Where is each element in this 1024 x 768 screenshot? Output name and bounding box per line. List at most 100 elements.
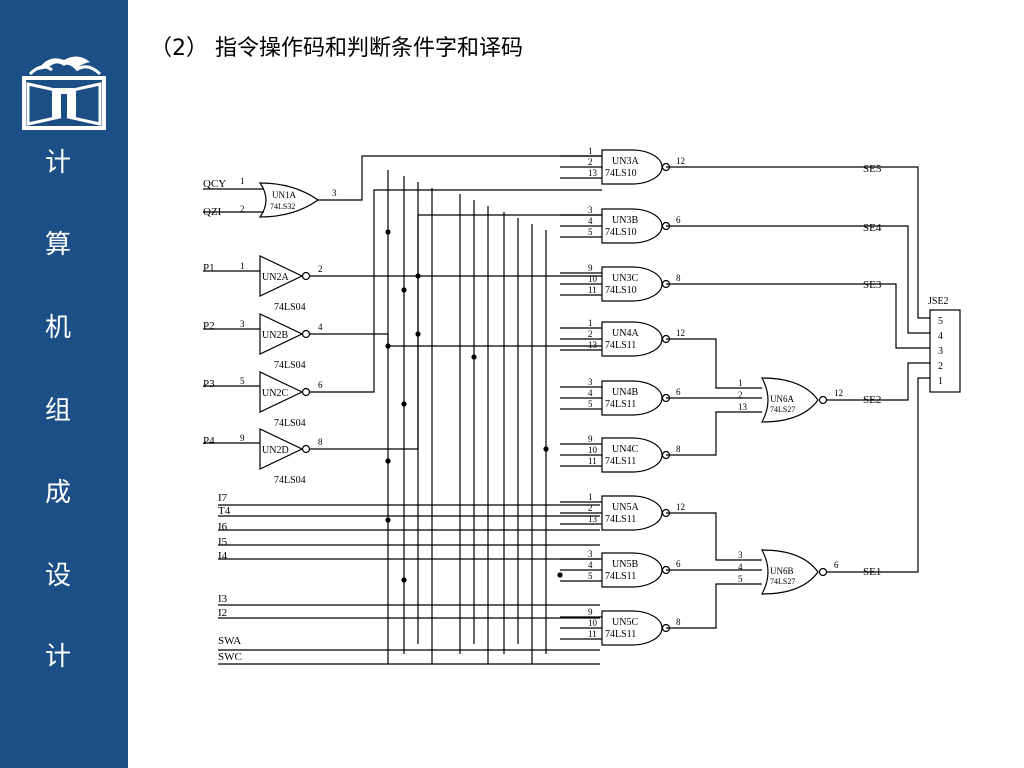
- junction-dot: [385, 343, 391, 349]
- output-label: SE4: [863, 222, 882, 234]
- inverter-gate: [259, 255, 304, 297]
- wire: [666, 512, 762, 561]
- junction-dot: [557, 572, 563, 578]
- pin-label: 1: [588, 146, 593, 156]
- pin-label: 3: [332, 188, 337, 198]
- input-label: P4: [203, 435, 215, 447]
- gate-part: 74LS27: [770, 577, 795, 586]
- gate-part: 74LS32: [270, 202, 295, 211]
- gate-part: 74LS04: [274, 360, 306, 371]
- nand-gate: [601, 149, 663, 185]
- input-label: I6: [218, 521, 228, 533]
- junction-dot: [385, 517, 391, 523]
- pin-label: 6: [676, 387, 681, 397]
- gate-part: 74LS11: [605, 340, 636, 351]
- input-label: SWC: [218, 651, 242, 663]
- pin-label: 3: [588, 377, 593, 387]
- nand-gate: [601, 321, 663, 357]
- input-label: I2: [218, 607, 227, 619]
- junction-dot: [415, 331, 421, 337]
- pin-label: 10: [588, 618, 598, 628]
- wire: [827, 377, 930, 573]
- pin-label: 9: [588, 434, 593, 444]
- pin-label: 1: [240, 176, 245, 186]
- wire: [827, 362, 930, 401]
- sidebar-char: 计: [44, 148, 71, 178]
- wire: [666, 225, 930, 334]
- inversion-bubble: [301, 387, 311, 397]
- pin-label: 10: [588, 445, 598, 455]
- pin-label: 2: [588, 157, 593, 167]
- connector-pin: 2: [938, 361, 943, 372]
- junction-dot: [415, 273, 421, 279]
- gate-part: 74LS11: [605, 629, 636, 640]
- pin-label: 3: [240, 319, 245, 329]
- nand-gate: [601, 266, 663, 302]
- connector-pin: 4: [938, 331, 943, 342]
- pin-label: 6: [834, 560, 839, 570]
- gate-part: 74LS10: [605, 168, 637, 179]
- pin-label: 13: [588, 340, 598, 350]
- pin-label: 6: [318, 380, 323, 390]
- pin-label: 9: [240, 433, 245, 443]
- junction-dot: [401, 577, 407, 583]
- sidebar-char: 算: [44, 230, 71, 260]
- pin-label: 2: [588, 503, 593, 513]
- wire: [666, 411, 762, 456]
- wire: [318, 155, 602, 201]
- pin-label: 9: [588, 607, 593, 617]
- pin-label: 2: [588, 329, 593, 339]
- gate-name: UN4A: [612, 328, 639, 339]
- input-label: I5: [218, 536, 228, 548]
- pin-label: 5: [588, 571, 593, 581]
- connector-name: JSE2: [928, 296, 949, 307]
- sidebar-char: 计: [44, 642, 71, 672]
- pin-label: 4: [588, 216, 593, 226]
- gate-name: UN2D: [262, 445, 289, 456]
- pin-label: 5: [588, 227, 593, 237]
- gate-name: UN5A: [612, 502, 639, 513]
- pin-label: 11: [588, 456, 597, 466]
- pin-label: 5: [588, 399, 593, 409]
- inversion-bubble: [301, 444, 311, 454]
- wire: [666, 166, 930, 319]
- pin-label: 9: [588, 263, 593, 273]
- wire: [310, 189, 602, 393]
- pin-label: 1: [588, 318, 593, 328]
- wire: [310, 214, 602, 450]
- input-label: I4: [218, 550, 228, 562]
- input-label: P1: [203, 262, 215, 274]
- junction-dot: [401, 401, 407, 407]
- gate-name: UN6A: [770, 394, 794, 404]
- pin-label: 1: [240, 261, 245, 271]
- junction-dot: [471, 354, 477, 360]
- pin-label: 13: [588, 168, 598, 178]
- pin-label: 4: [318, 322, 323, 332]
- nand-gate: [601, 610, 663, 646]
- gate-name: UN3B: [612, 215, 638, 226]
- nor-gate: [760, 377, 819, 423]
- gate-name: UN6B: [770, 566, 794, 576]
- gate-part: 74LS10: [605, 227, 637, 238]
- pin-label: 2: [240, 204, 245, 214]
- gate-name: UN4B: [612, 387, 638, 398]
- or-gate: [258, 182, 320, 218]
- pin-label: 12: [676, 156, 685, 166]
- gate-name: UN3A: [612, 156, 639, 167]
- wire: [666, 283, 930, 349]
- pin-label: 1: [588, 492, 593, 502]
- gate-part: 74LS11: [605, 456, 636, 467]
- pin-label: 5: [738, 574, 743, 584]
- input-label: T4: [218, 505, 231, 517]
- pin-label: 6: [676, 215, 681, 225]
- gate-name: UN2C: [262, 388, 288, 399]
- gate-name: UN1A: [272, 190, 296, 200]
- gate-name: UN2B: [262, 330, 288, 341]
- inversion-bubble: [301, 271, 311, 281]
- pin-label: 4: [588, 388, 593, 398]
- inverter-gate: [259, 428, 304, 470]
- wire: [666, 338, 762, 389]
- nand-gate: [601, 208, 663, 244]
- gate-name: UN5B: [612, 559, 638, 570]
